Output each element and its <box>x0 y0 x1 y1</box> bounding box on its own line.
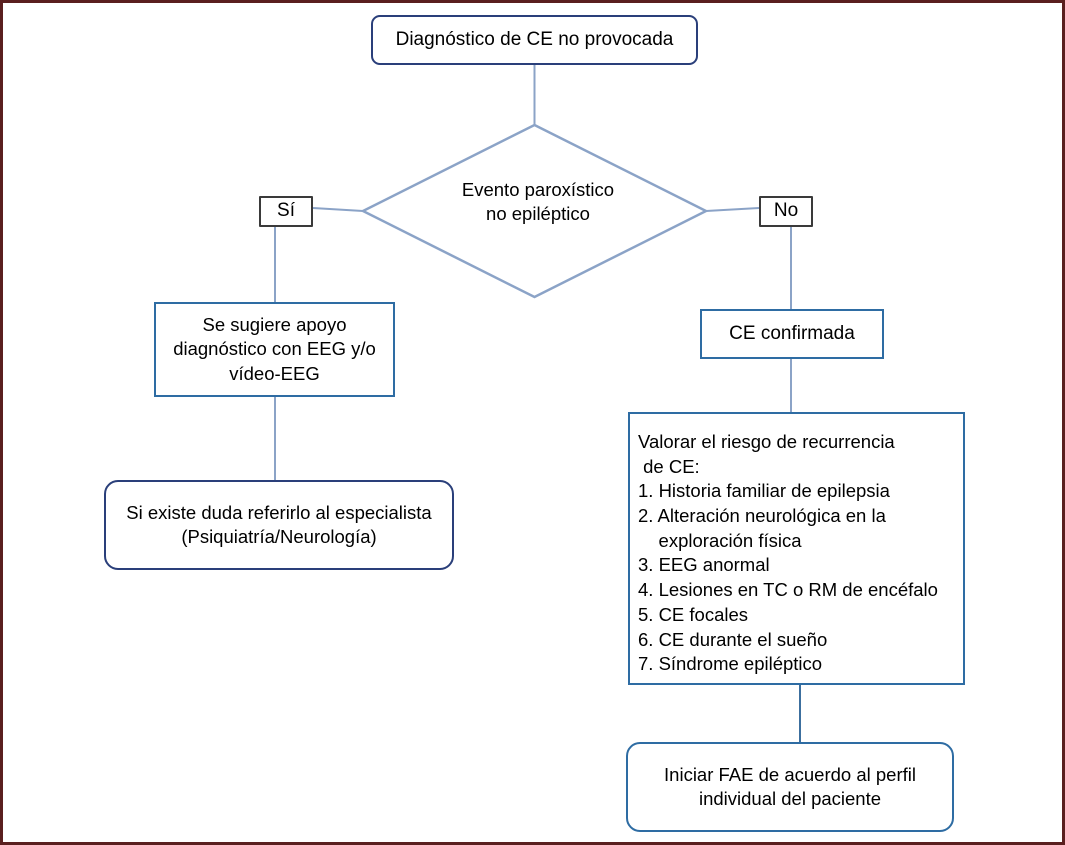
decision-diamond <box>360 123 709 299</box>
riesgo-item: 3. EEG anormal <box>638 554 770 576</box>
node-apoyo-label: Se sugiere apoyo diagnóstico con EEG y/o… <box>173 314 376 384</box>
edge-decision-si <box>312 207 364 212</box>
riesgo-item: 4. Lesiones en TC o RM de encéfalo <box>638 579 938 601</box>
node-no-label: No <box>773 200 799 222</box>
connector-layer <box>274 65 801 742</box>
node-fae[interactable]: Iniciar FAE de acuerdo al perfil individ… <box>626 742 954 832</box>
node-diagnostico-label: Diagnóstico de CE no provocada <box>395 28 674 50</box>
node-apoyo[interactable]: Se sugiere apoyo diagnóstico con EEG y/o… <box>154 302 395 397</box>
riesgo-item: 5. CE focales <box>638 603 749 625</box>
riesgo-item: exploración física <box>638 529 802 551</box>
decision-label: Evento paroxístico no epiléptico <box>461 179 615 225</box>
riesgo-item: 1. Historia familiar de epilepsia <box>638 480 890 502</box>
node-fae-label: Iniciar FAE de acuerdo al perfil individ… <box>664 763 916 809</box>
node-referir[interactable]: Si existe duda referirlo al especialista… <box>104 480 454 570</box>
node-riesgo[interactable]: Valorar el riesgo de recurrencia de CE: … <box>628 412 965 685</box>
node-diagnostico[interactable]: Diagnóstico de CE no provocada <box>371 15 698 65</box>
node-referir-label: Si existe duda referirlo al especialista… <box>126 501 432 547</box>
riesgo-item: 6. CE durante el sueño <box>638 628 828 650</box>
riesgo-item: 7. Síndrome epiléptico <box>638 653 823 675</box>
riesgo-heading-line2: de CE: <box>638 455 700 477</box>
riesgo-heading-line1: Valorar el riesgo de recurrencia <box>638 431 895 452</box>
node-confirmada-label: CE confirmada <box>729 322 855 344</box>
edge-decision-no <box>705 207 760 212</box>
node-si-label: Sí <box>277 200 295 222</box>
node-no[interactable]: No <box>759 196 813 227</box>
node-confirmada[interactable]: CE confirmada <box>700 309 884 359</box>
riesgo-item: 2. Alteración neurológica en la <box>638 505 886 527</box>
node-si[interactable]: Sí <box>259 196 313 227</box>
